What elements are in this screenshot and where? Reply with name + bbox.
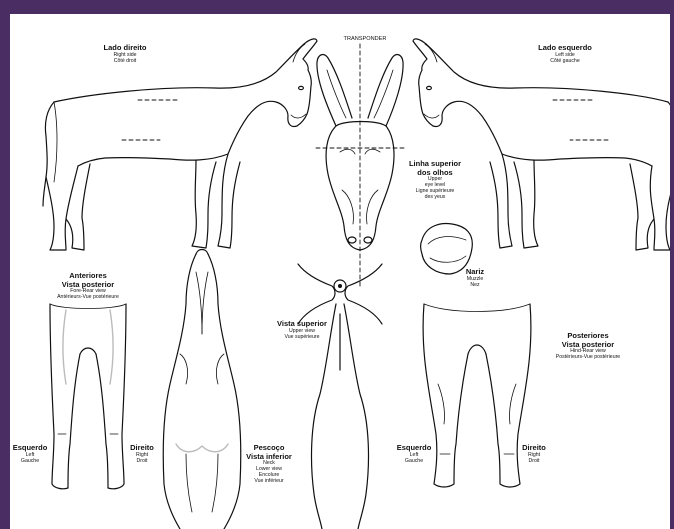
fore-rear-label: Anteriores Vista posterior Fore-Rear vie… <box>38 272 138 301</box>
fore-right-fr: Droit <box>122 459 162 465</box>
right-side-label: Lado direito Right side Côté droit <box>80 44 170 65</box>
eye-level-label: Linha superior dos olhos Upper eye level… <box>390 160 480 201</box>
hind-left-fr: Gauche <box>394 459 434 465</box>
fore-left-fr: Gauche <box>10 459 50 465</box>
hind-right-label: Direito Right Droit <box>514 444 554 465</box>
donkey-upper-view-outline <box>298 264 382 529</box>
transponder-label: TRANSPONDER <box>320 36 410 42</box>
donkey-right-side-outline <box>43 39 317 250</box>
neck-fr2: Vue inférieur <box>234 479 304 485</box>
fore-right-label: Direito Right Droit <box>122 444 162 465</box>
eye-level-fr2: des yeux <box>390 195 480 201</box>
identification-sheet: TRANSPONDER Lado direito Right side Côté… <box>10 14 670 529</box>
transponder-text: TRANSPONDER <box>320 36 410 42</box>
right-side-fr: Côté droit <box>80 59 170 65</box>
donkey-muzzle-outline <box>421 224 473 274</box>
hind-right-fr: Droit <box>514 459 554 465</box>
upper-view-fr: Vue supérieure <box>272 335 332 341</box>
hind-left-label: Esquerdo Left Gauche <box>394 444 434 465</box>
upper-view-label: Vista superior Upper view Vue supérieure <box>272 320 332 341</box>
fore-left-label: Esquerdo Left Gauche <box>10 444 50 465</box>
muzzle-fr: Nez <box>450 283 500 289</box>
left-side-fr: Côté gauche <box>520 59 610 65</box>
muzzle-label: Nariz Muzzle Nez <box>450 268 500 289</box>
fore-rear-fr: Antérieurs-Vue postérieure <box>38 295 138 301</box>
hind-rear-fr: Postérieurs-Vue postérieure <box>538 355 638 361</box>
neck-lower-view-outline <box>163 250 241 529</box>
left-side-label: Lado esquerdo Left side Côté gauche <box>520 44 610 65</box>
donkey-left-side-outline <box>413 39 670 250</box>
fore-legs-rear-view-outline <box>50 304 126 489</box>
hind-rear-label: Posteriores Vista posterior Hind-Rear vi… <box>538 332 638 361</box>
neck-label: Pescoço Vista inferior Neck Lower view E… <box>234 444 304 485</box>
